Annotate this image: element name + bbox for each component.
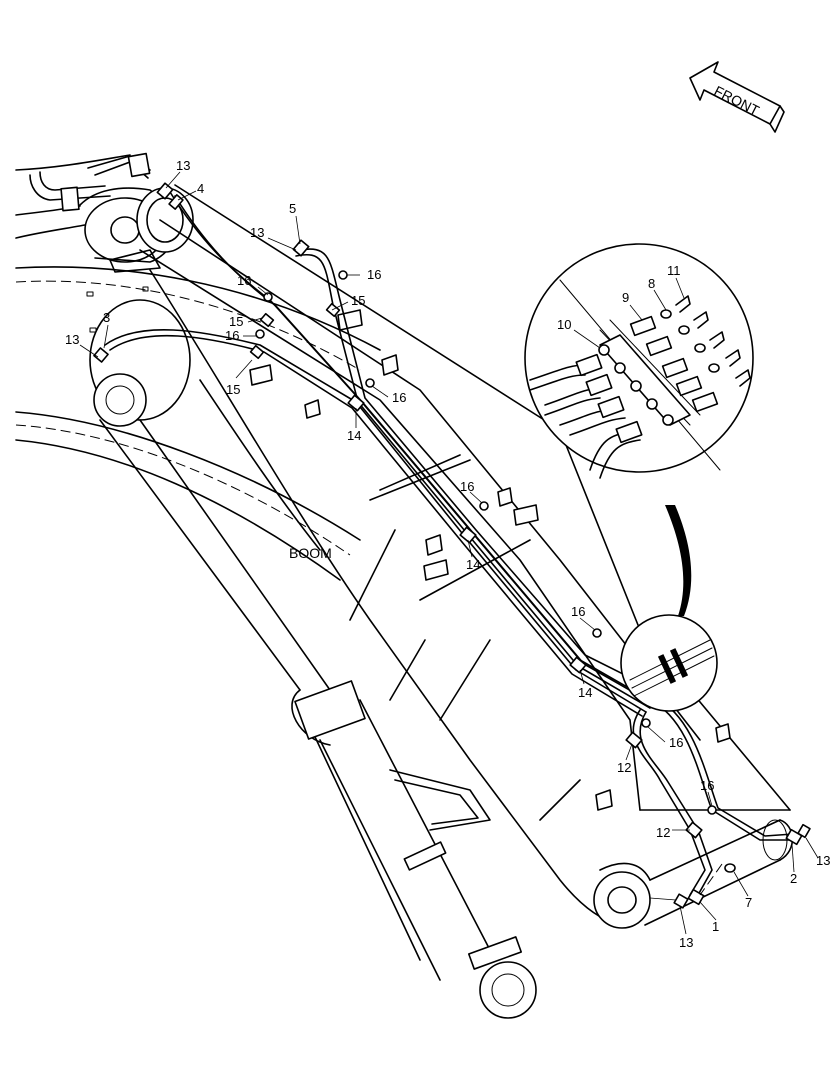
callout-2: 2 [790,871,797,886]
callout-13: 13 [816,853,830,868]
callout-leaders [79,171,819,935]
callout-13: 13 [65,332,79,347]
callout-15: 15 [351,293,365,308]
upper-tube-assembly [29,152,194,273]
callout-14: 14 [466,557,480,572]
frame-structure [15,154,381,581]
front-arrow: FRONT [689,61,785,133]
callout-16: 16 [367,267,381,282]
callout-12: 12 [617,760,631,775]
callout-4: 4 [197,181,204,196]
callout-16: 16 [571,604,585,619]
callout-numbers: 13 4 5 13 16 16 15 15 16 15 3 13 16 14 1… [65,158,830,950]
callout-16: 16 [225,328,239,343]
callout-16: 16 [669,735,683,750]
callout-14: 14 [347,428,361,443]
callout-8: 8 [648,276,655,291]
callout-11: 11 [667,263,681,278]
callout-5: 5 [289,201,296,216]
callout-16: 16 [392,390,406,405]
callout-10: 10 [557,317,571,332]
callout-7: 7 [745,895,752,910]
detail-callout [524,243,754,712]
callout-13: 13 [679,935,693,950]
callout-15: 15 [229,314,243,329]
callout-1: 1 [712,919,719,934]
callout-13: 13 [250,225,264,240]
callout-9: 9 [622,290,629,305]
callout-3: 3 [103,310,110,325]
callout-16: 16 [237,273,251,288]
callout-16: 16 [700,778,714,793]
callout-16: 16 [460,479,474,494]
callout-13: 13 [176,158,190,173]
callout-14: 14 [578,685,592,700]
callout-15: 15 [226,382,240,397]
callout-12: 12 [656,825,670,840]
boom-label: BOOM [289,545,332,561]
